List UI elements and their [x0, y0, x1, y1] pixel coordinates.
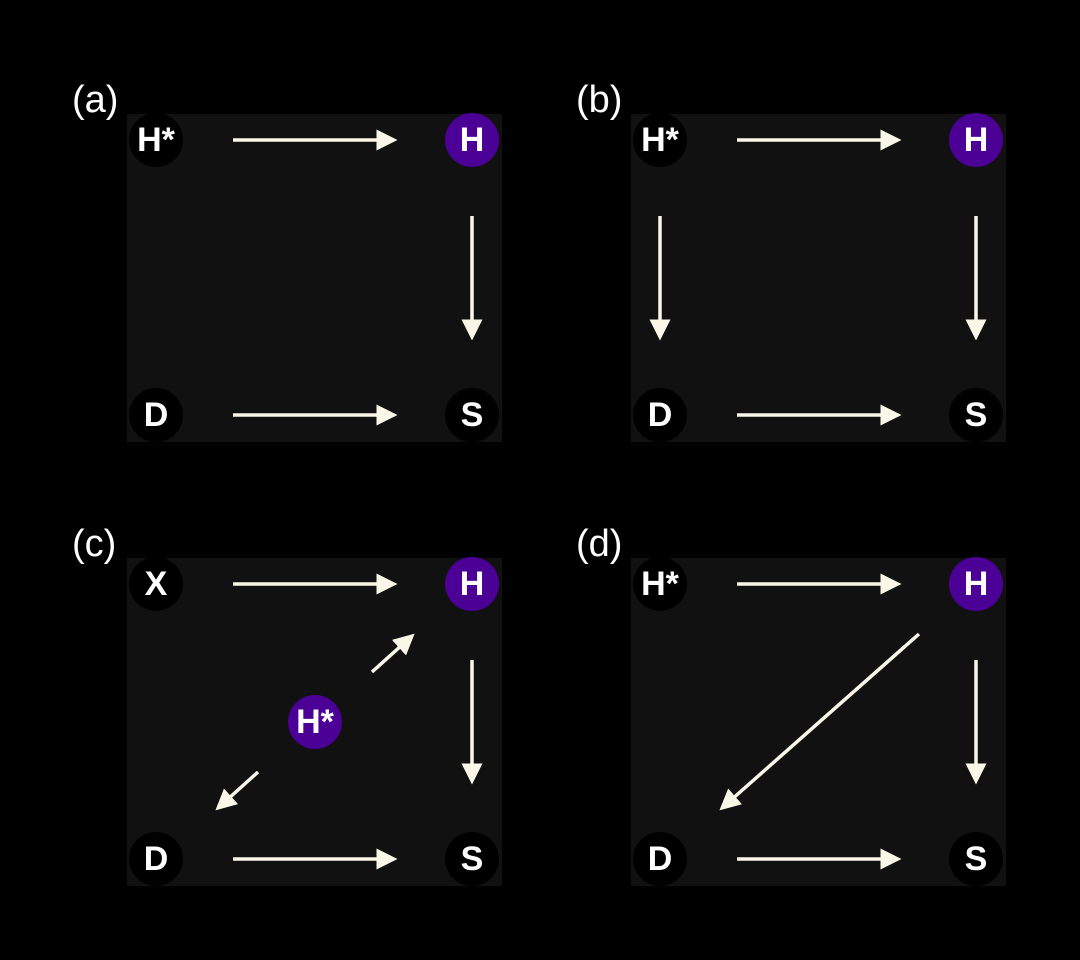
node-label: S	[965, 396, 988, 434]
node-hstar: H*	[633, 113, 687, 167]
node-s: S	[445, 388, 499, 442]
node-d: D	[633, 388, 687, 442]
edge-h-to-d	[719, 632, 921, 811]
node-d: D	[129, 832, 183, 886]
node-circle	[445, 832, 499, 886]
node-s: S	[445, 832, 499, 886]
node-label: S	[965, 840, 988, 878]
node-label: H	[460, 565, 485, 603]
node-label: H*	[641, 121, 680, 159]
node-label: H*	[641, 565, 680, 603]
node-h: H	[445, 557, 499, 611]
node-label: H	[964, 121, 989, 159]
node-circle	[949, 557, 1003, 611]
node-circle	[445, 388, 499, 442]
node-circle	[129, 113, 183, 167]
node-label: H	[460, 121, 485, 159]
panel-label: (b)	[576, 79, 622, 121]
panel-a: (a) H* H D S	[72, 79, 502, 442]
node-hstar: H*	[129, 113, 183, 167]
node-hstar: H*	[633, 557, 687, 611]
panel-c: (c) X H H* D S	[72, 523, 502, 886]
node-label: S	[461, 840, 484, 878]
node-circle	[949, 832, 1003, 886]
panel-background	[127, 114, 502, 442]
panel-background	[631, 114, 1006, 442]
node-hstar: H*	[288, 695, 342, 749]
edge-hstar-to-h	[370, 633, 415, 674]
edge-hstar-to-d	[215, 770, 260, 811]
node-s: S	[949, 388, 1003, 442]
panel-b: (b) H* H D S	[576, 79, 1006, 442]
node-circle	[633, 832, 687, 886]
node-circle	[288, 695, 342, 749]
node-circle	[129, 557, 183, 611]
node-circle	[129, 832, 183, 886]
node-label: D	[144, 840, 169, 878]
node-circle	[445, 113, 499, 167]
node-circle	[633, 557, 687, 611]
node-label: H*	[137, 121, 176, 159]
panel-label: (d)	[576, 523, 622, 565]
node-label: H	[964, 565, 989, 603]
node-label: D	[648, 840, 673, 878]
node-circle	[129, 388, 183, 442]
node-label: S	[461, 396, 484, 434]
node-h: H	[949, 557, 1003, 611]
node-label: D	[144, 396, 169, 434]
node-label: H*	[296, 703, 335, 741]
panel-label: (a)	[72, 79, 118, 121]
node-x: X	[129, 557, 183, 611]
node-d: D	[633, 832, 687, 886]
node-circle	[949, 388, 1003, 442]
node-circle	[949, 113, 1003, 167]
node-d: D	[129, 388, 183, 442]
node-label: X	[145, 565, 168, 603]
node-s: S	[949, 832, 1003, 886]
node-label: D	[648, 396, 673, 434]
node-circle	[445, 557, 499, 611]
panel-d: (d) H* H D S	[576, 523, 1006, 886]
node-circle	[633, 388, 687, 442]
node-circle	[633, 113, 687, 167]
panel-label: (c)	[72, 523, 116, 565]
node-h: H	[445, 113, 499, 167]
node-h: H	[949, 113, 1003, 167]
